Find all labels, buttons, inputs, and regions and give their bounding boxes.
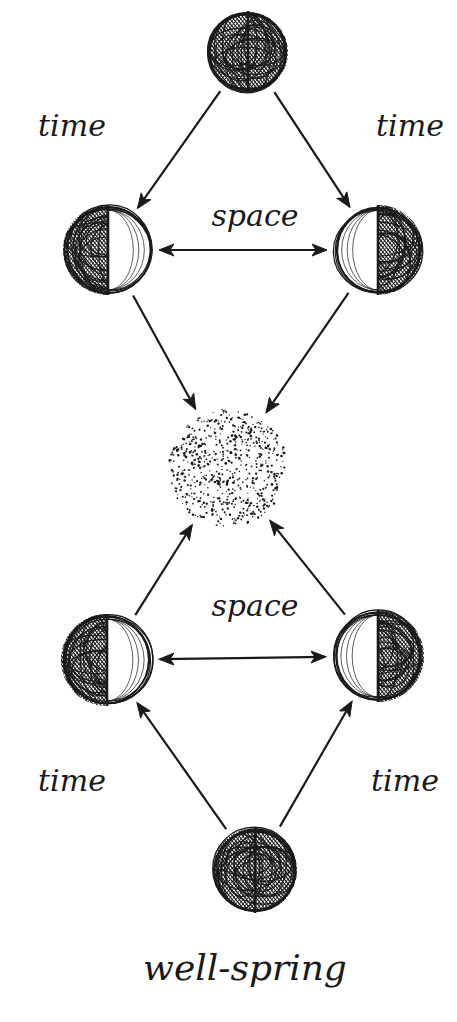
scribble-circle: [331, 609, 425, 703]
scribble-circle: [206, 10, 290, 94]
arrow-connector: [138, 703, 227, 829]
scribble-drawing: [60, 613, 154, 707]
scribble-circle: [332, 204, 424, 296]
scribble-circle: [62, 204, 154, 296]
scribble-drawing: [62, 204, 154, 296]
arrow-connector: [138, 91, 220, 207]
edge-label: time: [35, 764, 109, 797]
stipple-circle: [166, 406, 290, 530]
arrow-connector: [280, 702, 352, 827]
caption: well-spring: [140, 948, 350, 988]
scribble-drawing: [211, 826, 299, 914]
arrow-connector: [274, 92, 349, 206]
edge-label: space: [208, 589, 301, 622]
scribble-drawing: [331, 609, 425, 703]
stipple-drawing: [166, 406, 290, 530]
arrow-connector: [133, 296, 195, 409]
edge-label: time: [373, 109, 447, 142]
edge-label: time: [35, 109, 109, 142]
edge-label: space: [208, 199, 301, 232]
scribble-drawing: [206, 10, 290, 94]
scribble-circle: [60, 613, 154, 707]
arrow-connector: [135, 526, 191, 616]
scribble-drawing: [332, 204, 424, 296]
arrow-connector: [160, 249, 326, 251]
scribble-circle: [211, 826, 299, 914]
arrow-connector: [267, 293, 349, 412]
edge-label: time: [368, 764, 442, 797]
arrow-connector: [160, 657, 325, 659]
